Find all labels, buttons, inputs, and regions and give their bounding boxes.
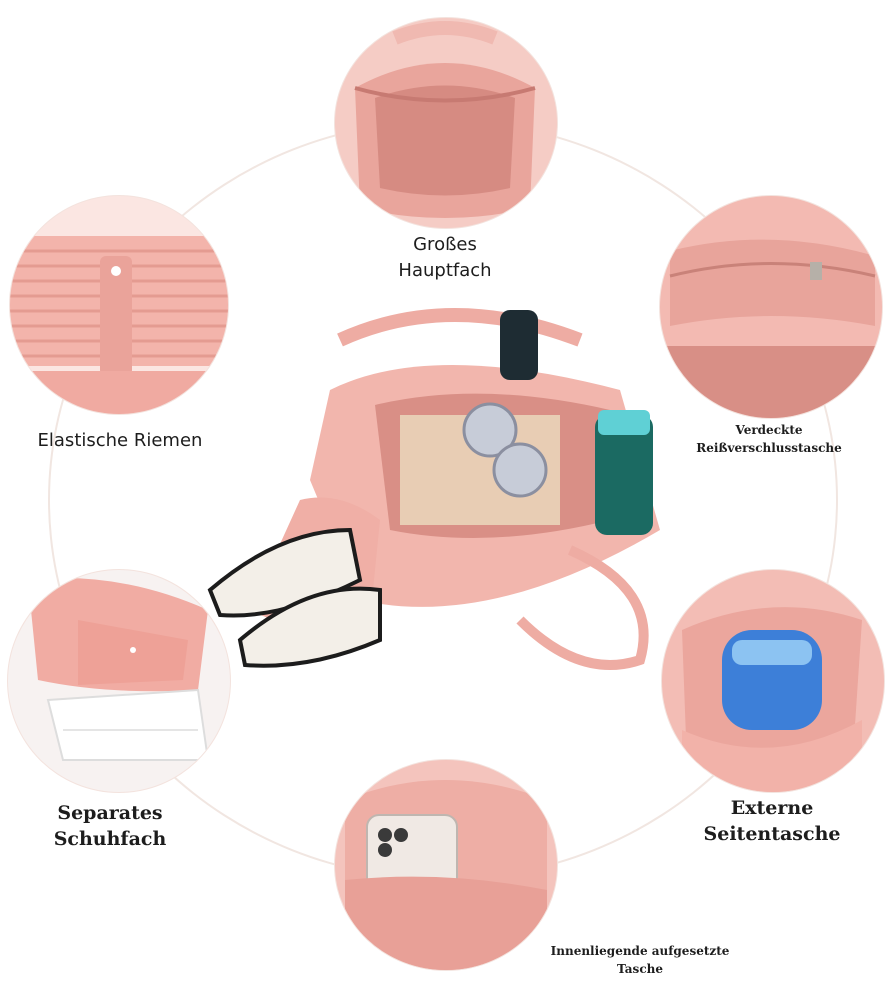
label-shoe-compartment: Separates Schuhfach xyxy=(35,800,185,852)
label-inner-pocket-line2: Tasche xyxy=(617,962,663,976)
label-hidden-zip-pocket-line1: Verdeckte xyxy=(735,423,803,437)
label-side-pocket-line2: Seitentasche xyxy=(703,823,841,845)
label-main-compartment-line2: Hauptfach xyxy=(398,260,492,281)
label-hidden-zip-pocket: Verdeckte Reißverschlusstasche xyxy=(684,421,854,457)
label-elastic-straps: Elastische Riemen xyxy=(37,430,203,451)
label-hidden-zip-pocket-line2: Reißverschlusstasche xyxy=(696,441,842,455)
photo-side-pocket xyxy=(662,570,884,792)
photo-inner-pocket xyxy=(335,760,557,970)
photo-shoe-compartment xyxy=(8,570,230,792)
label-shoe-compartment-line1: Separates xyxy=(57,802,163,824)
label-main-compartment-line1: Großes xyxy=(413,234,477,255)
label-side-pocket-line1: Externe xyxy=(730,797,814,819)
label-shoe-compartment-line2: Schuhfach xyxy=(53,828,167,850)
photo-hidden-zip-pocket xyxy=(660,196,882,418)
photo-main-compartment xyxy=(335,18,557,228)
photo-bag-center xyxy=(190,300,690,690)
photo-elastic-straps xyxy=(10,196,228,414)
label-main-compartment: Großes Hauptfach xyxy=(380,232,510,284)
label-side-pocket: Externe Seitentasche xyxy=(692,795,852,847)
label-inner-pocket: Innenliegende aufgesetzte Tasche xyxy=(540,942,740,978)
label-inner-pocket-line1: Innenliegende aufgesetzte xyxy=(550,944,730,958)
